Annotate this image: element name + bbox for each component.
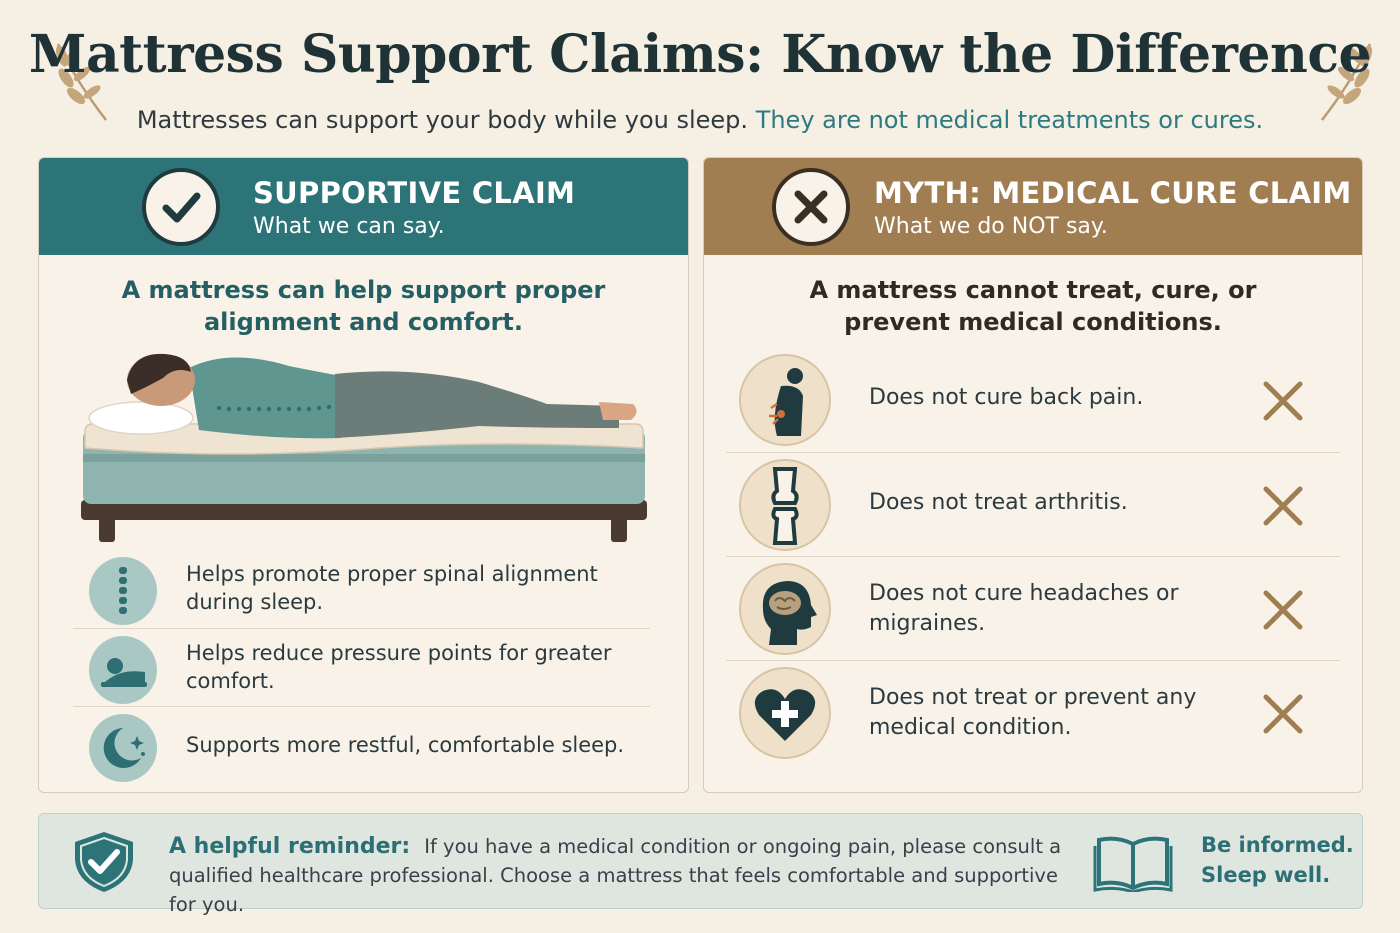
- supportive-claim-subtitle: What we can say.: [253, 214, 445, 239]
- laurel-left-icon: [55, 43, 107, 121]
- subtitle-accent: They are not medical treatments or cures…: [755, 106, 1264, 134]
- myth-claim-header: MYTH: MEDICAL CURE CLAIM What we do NOT …: [704, 158, 1362, 255]
- head-brain-icon: [739, 563, 831, 655]
- myth-item: Does not treat arthritis.: [726, 452, 1340, 556]
- myth-text: Does not cure headaches or migraines.: [869, 581, 1179, 636]
- supportive-claim-title: SUPPORTIVE CLAIM: [253, 176, 576, 210]
- myth-item: Does not cure headaches or migraines.: [726, 556, 1340, 660]
- heart-cross-icon: [739, 667, 831, 759]
- reminder-body: If you have a medical condition or ongoi…: [169, 835, 1062, 916]
- myth-claim-panel: MYTH: MEDICAL CURE CLAIM What we do NOT …: [703, 157, 1363, 793]
- x-mark-icon: [1263, 486, 1303, 526]
- myth-claim-subtitle: What we do NOT say.: [874, 214, 1108, 239]
- x-mark-icon: [1263, 590, 1303, 630]
- benefit-text: Supports more restful, comfortable sleep…: [186, 733, 625, 757]
- tagline-line-1: Be informed.: [1201, 833, 1354, 857]
- tagline: Be informed. Sleep well.: [1201, 830, 1354, 890]
- moon-stars-icon: [89, 714, 157, 782]
- supportive-claim-panel: SUPPORTIVE CLAIM What we can say. A matt…: [38, 157, 689, 793]
- reminder-label: A helpful reminder:: [169, 834, 411, 859]
- benefit-text: Helps promote proper spinal alignment du…: [186, 562, 598, 614]
- page-title: Mattress Support Claims: Know the Differ…: [28, 24, 1372, 85]
- myth-item: Does not cure back pain.: [726, 348, 1340, 452]
- spine-icon: [89, 557, 157, 625]
- knee-joint-icon: [739, 459, 831, 551]
- reminder-text: A helpful reminder:If you have a medical…: [169, 832, 1089, 919]
- myth-item: Does not treat or prevent any medical co…: [726, 660, 1340, 764]
- open-book-icon: [1093, 836, 1173, 892]
- myth-claim-title: MYTH: MEDICAL CURE CLAIM: [874, 176, 1352, 210]
- shield-check-icon: [75, 832, 133, 892]
- myth-lead-text: A mattress cannot treat, cure, or preven…: [809, 276, 1257, 336]
- benefit-item: Helps reduce pressure points for greater…: [73, 628, 650, 706]
- checkmark-icon: [142, 168, 220, 246]
- benefit-item: Helps promote proper spinal alignment du…: [73, 550, 650, 628]
- mattress-sleeper-illustration: [81, 353, 647, 542]
- benefit-item: Supports more restful, comfortable sleep…: [73, 706, 650, 784]
- benefit-text: Helps reduce pressure points for greater…: [186, 641, 612, 693]
- tagline-line-2: Sleep well.: [1201, 863, 1331, 887]
- supportive-claim-header: SUPPORTIVE CLAIM What we can say.: [39, 158, 688, 255]
- x-mark-icon: [1263, 381, 1303, 421]
- back-pain-icon: [739, 354, 831, 446]
- myth-text: Does not treat or prevent any medical co…: [869, 685, 1197, 740]
- reminder-footer: A helpful reminder:If you have a medical…: [38, 813, 1363, 916]
- laurel-right-icon: [1321, 43, 1373, 121]
- myth-text: Does not cure back pain.: [869, 385, 1144, 410]
- myth-text: Does not treat arthritis.: [869, 490, 1128, 515]
- x-mark-icon: [1263, 694, 1303, 734]
- subtitle-plain: Mattresses can support your body while y…: [136, 106, 749, 134]
- page-subtitle: Mattresses can support your body while y…: [0, 106, 1400, 134]
- sleeper-pillow-icon: [89, 636, 157, 704]
- supportive-lead-text: A mattress can help support proper align…: [121, 276, 606, 336]
- x-circle-icon: [772, 168, 850, 246]
